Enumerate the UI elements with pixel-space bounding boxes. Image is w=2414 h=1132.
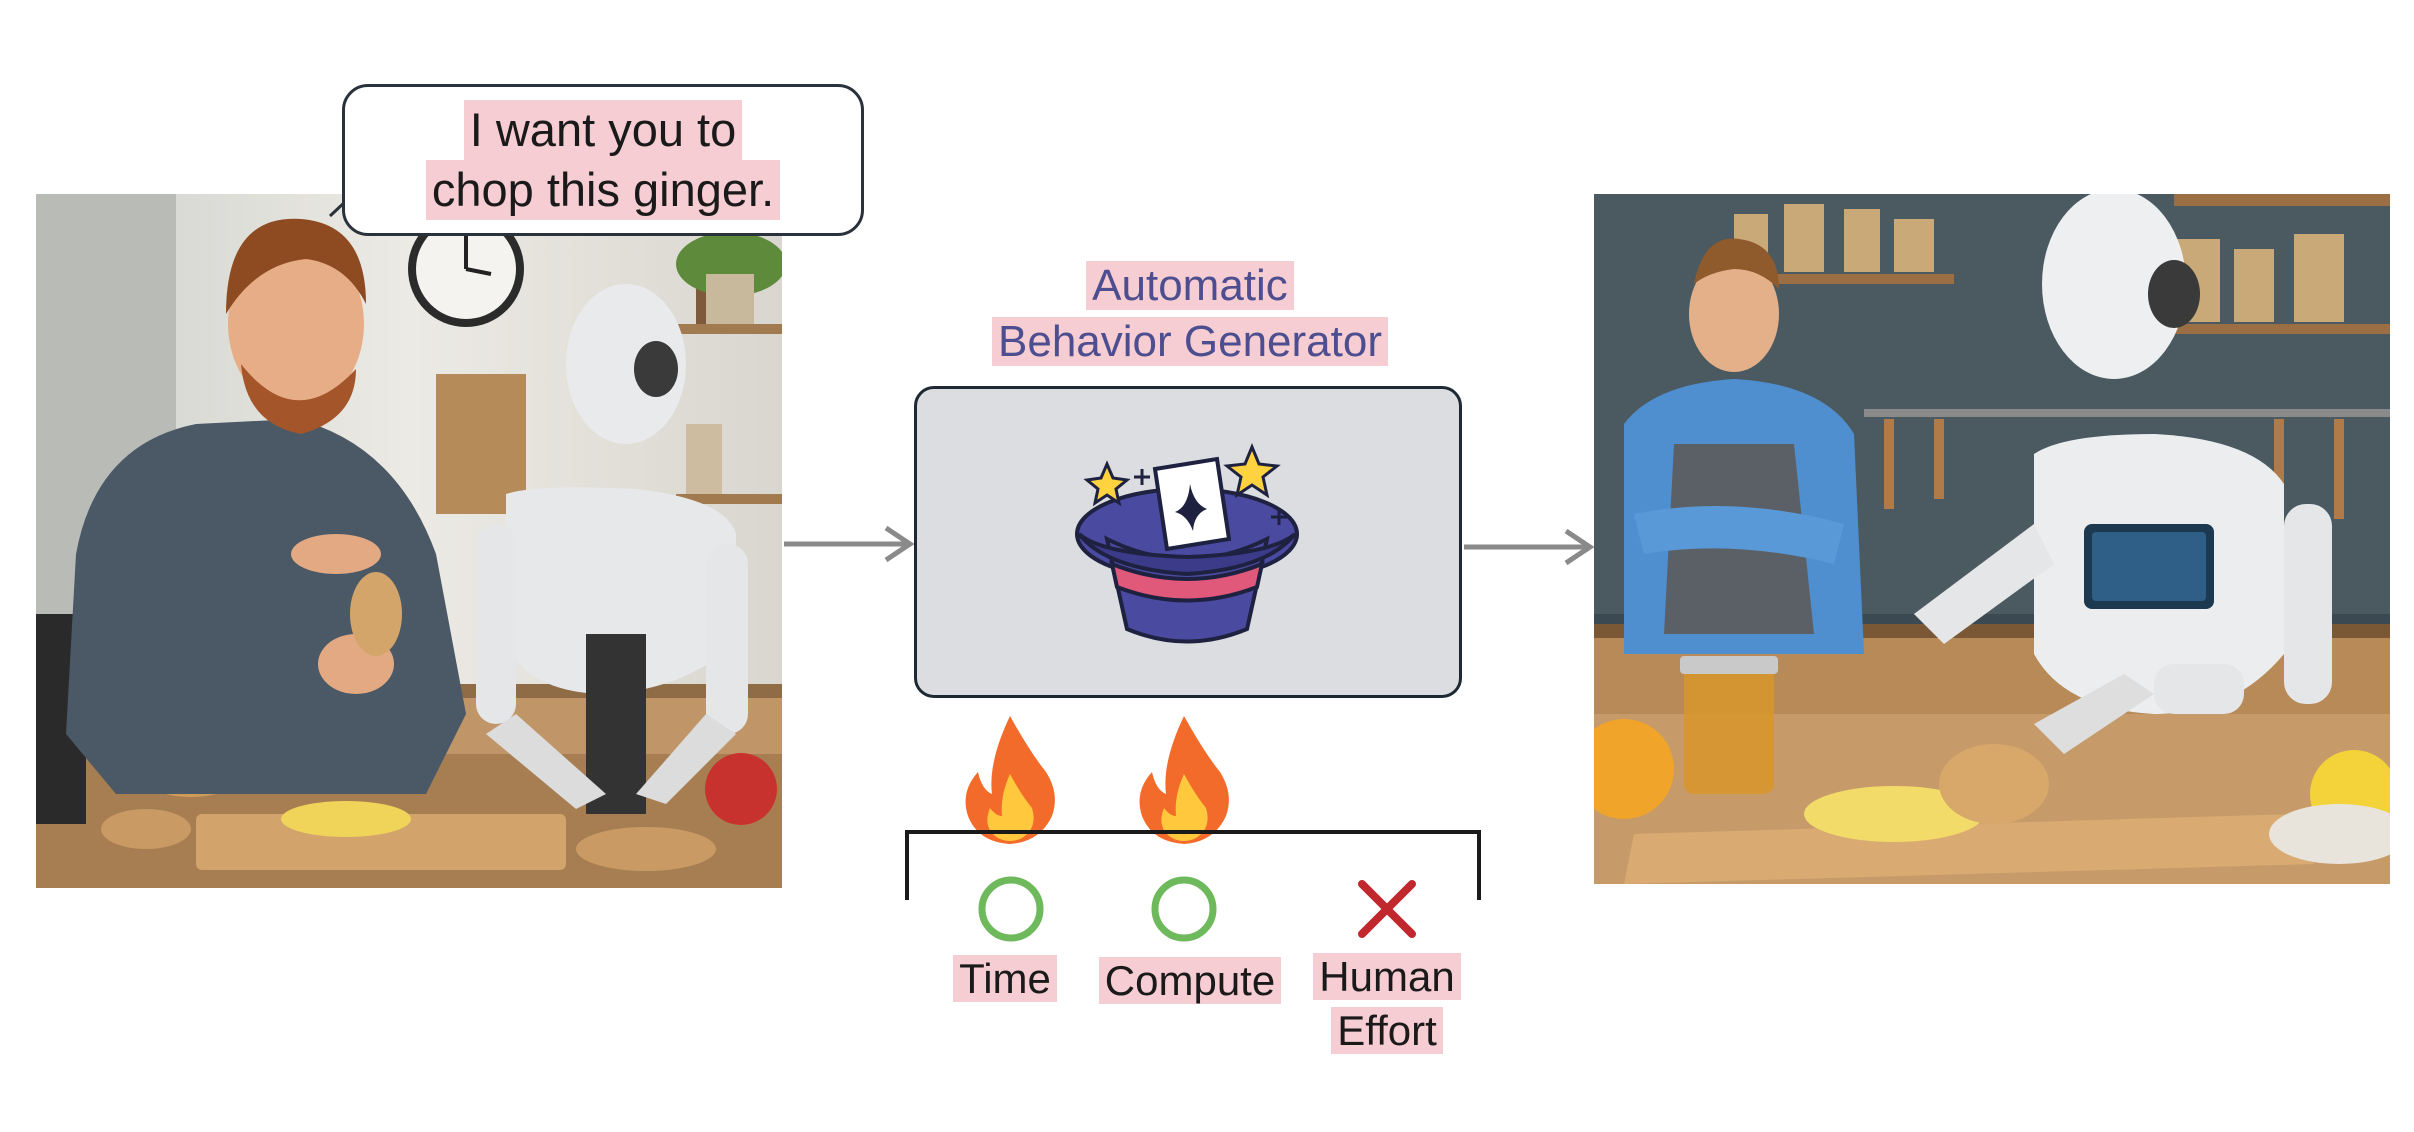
speech-line-2: chop this ginger.	[425, 160, 781, 220]
cross-icon-human-effort	[1358, 880, 1416, 938]
right-scene-illustration	[1594, 194, 2390, 884]
check-circle-icon-time	[978, 876, 1044, 942]
cost-label-compute: Compute	[1080, 954, 1300, 1008]
cost-label-time: Time	[930, 952, 1080, 1006]
generator-box	[914, 386, 1462, 698]
generator-title-line-2: Behavior Generator	[992, 317, 1388, 366]
generator-title-line-1: Automatic	[1086, 261, 1294, 310]
cost-label-human-effort: Human Effort	[1292, 950, 1482, 1058]
speech-line-1: I want you to	[463, 100, 743, 160]
right-scene-image	[1594, 194, 2390, 884]
arrow-to-result	[1464, 528, 1595, 566]
generator-title: Automatic Behavior Generator	[930, 258, 1450, 370]
flame-icon-compute	[1139, 716, 1229, 844]
check-circle-icon-compute	[1151, 876, 1217, 942]
arrow-to-generator	[784, 525, 915, 563]
speech-bubble: I want you to chop this ginger.	[342, 84, 864, 236]
cost-bracket	[905, 830, 1481, 900]
flame-icon-time	[965, 716, 1055, 844]
magic-hat-card-icon	[1075, 443, 1299, 644]
left-scene-illustration	[36, 194, 782, 888]
left-scene-image	[36, 194, 782, 888]
